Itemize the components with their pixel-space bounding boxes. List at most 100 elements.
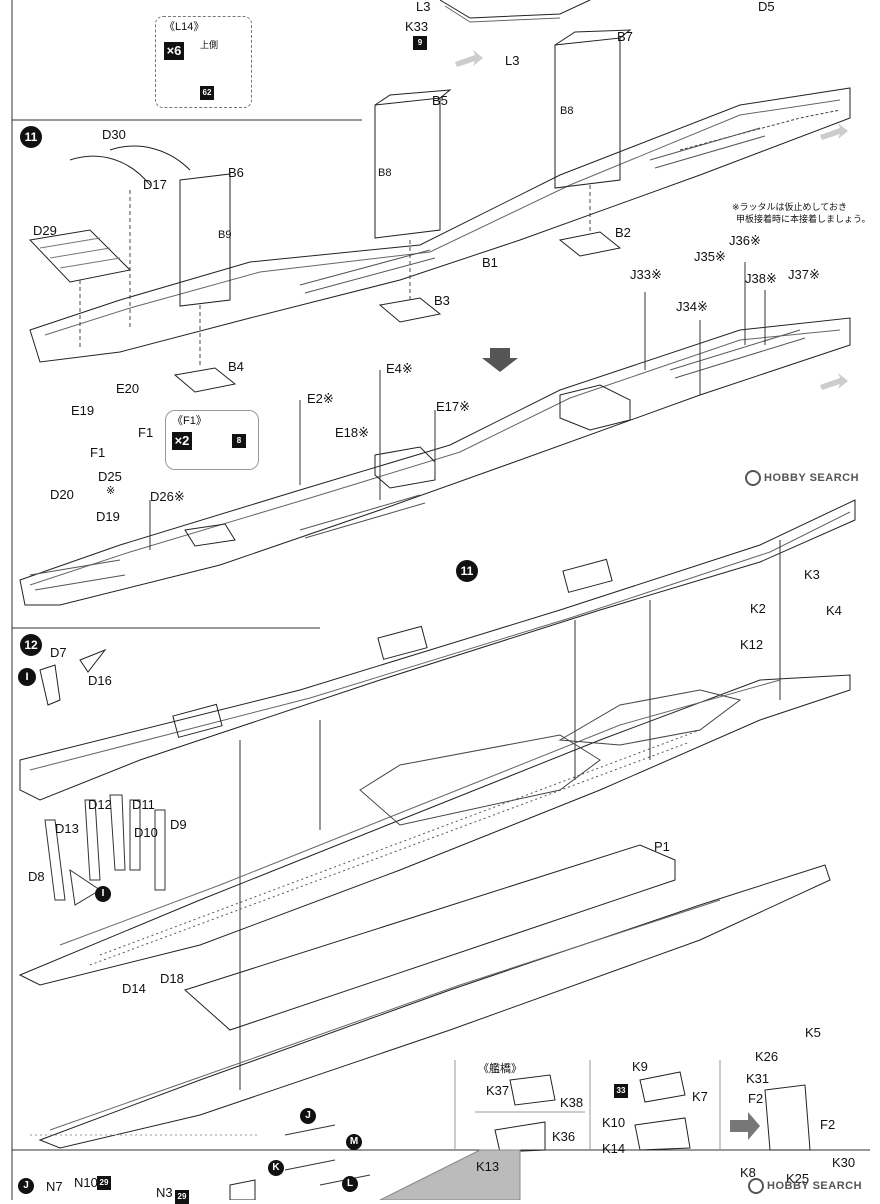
f1-part-number: 8	[232, 434, 246, 448]
watermark-middle: HOBBY SEARCH	[745, 470, 859, 486]
label-b2: B2	[615, 225, 631, 240]
label-j37: J37※	[788, 267, 820, 282]
label-f2-a: F2	[748, 1091, 764, 1106]
label-d26: D26※	[150, 489, 185, 504]
l14-note-box	[155, 16, 252, 108]
label-d18: D18	[160, 971, 184, 986]
label-k9: K9	[632, 1059, 648, 1074]
k33-part-number: 9	[413, 36, 427, 50]
watermark-text: HOBBY SEARCH	[767, 1179, 863, 1192]
f1-note-box	[165, 410, 259, 470]
label-k31: K31	[746, 1071, 770, 1086]
label-d11: D11	[132, 797, 155, 812]
label-f2-b: F2	[820, 1117, 836, 1132]
label-k36: K36	[552, 1129, 576, 1144]
label-d7: D7	[50, 645, 67, 660]
mark-m: M	[346, 1134, 362, 1150]
label-j34: J34※	[676, 299, 708, 314]
mark-k: K	[268, 1160, 284, 1176]
mark-j-bottom: J	[18, 1178, 34, 1194]
l14-side-note: 上側	[200, 40, 219, 50]
label-n10: N10	[74, 1175, 98, 1190]
label-k37: K37	[486, 1083, 510, 1098]
label-l3-top: L3	[416, 0, 431, 14]
label-j33: J33※	[630, 267, 662, 282]
mark-j: J	[300, 1108, 316, 1124]
label-e18: E18※	[335, 425, 370, 440]
step-12-marker: 12	[20, 634, 42, 656]
label-k12: K12	[740, 637, 764, 652]
label-b8-a: B8	[560, 105, 574, 117]
label-b8-b: B8	[378, 167, 392, 179]
label-k14: K14	[602, 1141, 626, 1156]
label-d14: D14	[122, 981, 146, 996]
label-e20: E20	[116, 381, 140, 396]
l14-multiplier: ×6	[164, 42, 184, 60]
mark-l: L	[342, 1176, 358, 1192]
mark-i-inset: I	[18, 668, 36, 686]
l14-title: 《L14》	[164, 21, 205, 33]
label-e2: E2※	[307, 391, 334, 406]
label-d17: D17	[143, 177, 167, 192]
label-d12: D12	[88, 797, 112, 812]
label-k10: K10	[602, 1115, 626, 1130]
label-d9: D9	[170, 817, 187, 832]
label-d10: D10	[134, 825, 158, 840]
label-k5: K5	[805, 1025, 821, 1040]
mark-i-hull: I	[95, 886, 111, 902]
label-k4: K4	[826, 603, 842, 618]
watermark-bottom: HOBBY SEARCH	[748, 1178, 862, 1194]
label-k38: K38	[560, 1095, 584, 1110]
f1-multiplier: ×2	[172, 432, 192, 450]
label-e4: E4※	[386, 361, 413, 376]
label-f1-a: F1	[138, 425, 154, 440]
label-p1: P1	[654, 839, 670, 854]
deck-note-line-1: ※ラッタルは仮止めしておき	[732, 202, 848, 212]
label-l3: L3	[505, 53, 520, 68]
label-k2: K2	[750, 601, 766, 616]
label-d25-mark: ※	[106, 485, 116, 497]
label-k26: K26	[755, 1049, 779, 1064]
label-d29: D29	[33, 223, 57, 238]
f1-title: 《F1》	[172, 415, 207, 427]
label-d19: D19	[96, 509, 120, 524]
label-d8: D8	[28, 869, 45, 884]
label-n3: N3	[156, 1185, 173, 1200]
n10-part-number: 29	[97, 1176, 111, 1190]
label-j35: J35※	[694, 249, 726, 264]
label-d13: D13	[55, 821, 79, 836]
label-f1-b: F1	[90, 445, 106, 460]
label-k25: K25	[786, 1171, 810, 1186]
watermark-text: HOBBY SEARCH	[764, 471, 860, 484]
label-n7: N7	[46, 1179, 63, 1194]
k9-part-number: 33	[614, 1084, 628, 1098]
label-b3: B3	[434, 293, 450, 308]
label-b1: B1	[482, 255, 498, 270]
label-e19: E19	[71, 403, 95, 418]
label-k8: K8	[740, 1165, 756, 1180]
label-k7: K7	[692, 1089, 708, 1104]
deck-note-line-2: 甲板接着時に本接着しましょう。	[736, 214, 871, 224]
n3-part-number: 29	[175, 1190, 189, 1204]
label-k30: K30	[832, 1155, 856, 1170]
label-j38: J38※	[745, 271, 777, 286]
bridge-title: 《艦橋》	[478, 1063, 522, 1075]
label-b4: B4	[228, 359, 244, 374]
label-d20: D20	[50, 487, 74, 502]
label-d25: D25	[98, 469, 122, 484]
label-e17: E17※	[436, 399, 471, 414]
label-k33: K33	[405, 19, 429, 34]
step-11-reference: 11	[456, 560, 478, 582]
label-b6: B6	[228, 165, 244, 180]
l14-part-number: 62	[200, 86, 214, 100]
label-d30: D30	[102, 127, 126, 142]
label-d16: D16	[88, 673, 112, 688]
label-j36: J36※	[729, 233, 761, 248]
label-b7: B7	[617, 29, 633, 44]
step-11-marker: 11	[20, 126, 42, 148]
label-b5: B5	[432, 93, 448, 108]
label-k3: K3	[804, 567, 820, 582]
label-k13: K13	[476, 1159, 500, 1174]
label-b9: B9	[218, 229, 232, 241]
